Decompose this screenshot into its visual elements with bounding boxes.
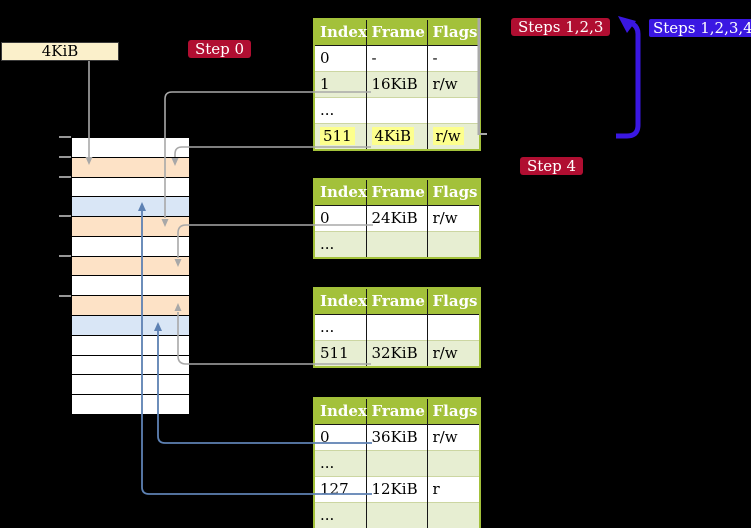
memory-row-white [72,275,189,296]
highlighted-value: 4KiB [371,127,415,145]
memory-row-white [72,374,189,395]
table-cell [426,314,480,341]
memory-row-white [72,235,189,256]
table-cell: - [426,45,480,72]
steps-1234-label: Steps 1,2,3,4 [649,19,751,37]
steps-123-label: Steps 1,2,3 [511,18,611,36]
table-cell: r [426,476,480,503]
table-row: 511 4KiB r/w [314,123,480,150]
tick-mark [59,156,71,158]
column-header: Index [314,288,367,315]
table-cell: 4KiB [365,123,427,150]
table-cell: 511 [314,123,366,150]
table-cell: 16KiB [365,71,427,98]
table-cell: 12KiB [365,476,427,503]
memory-row-blue [72,196,189,217]
table-cell [426,231,480,258]
memory-row-blue [72,315,189,335]
memory-row-white [72,176,189,197]
memory-row-peach [72,255,189,276]
memory-row-white [72,138,189,157]
table-row: ... [314,450,480,477]
tick-mark [59,176,71,178]
table-cell [365,502,427,528]
table-cell: 127 [314,476,366,503]
column-header: Flags [426,19,480,46]
table-cell: r/w [426,205,480,232]
table-cell: 36KiB [365,424,427,451]
memory-row-white [72,334,189,355]
table-cell: ... [314,97,366,124]
memory-row-white [72,394,189,414]
table-cell [365,314,427,341]
table-cell: ... [314,314,366,341]
column-header: Flags [426,398,480,425]
memory-row-peach [72,295,189,316]
memory-row-peach [72,156,189,177]
table-cell: 32KiB [365,340,427,367]
column-header: Frame [365,398,427,425]
table-cell: - [365,45,427,72]
memory-row-white [72,354,189,375]
table-cell: 0 [314,424,366,451]
tick-mark [59,255,71,257]
table-cell: ... [314,231,366,258]
table-cell: 511 [314,340,366,367]
table-cell [365,231,427,258]
table-cell [426,450,480,477]
table-row: ... [314,231,480,258]
frame-size-box: 4KiB [1,42,119,61]
table-cell: 0 [314,205,366,232]
step-4-label: Step 4 [520,157,584,175]
table-cell [365,97,427,124]
table-cell: r/w [426,424,480,451]
table-cell: 1 [314,71,366,98]
table-cell: r/w [426,123,480,150]
column-header: Index [314,179,367,206]
tick-mark [59,295,71,297]
column-header: Index [314,19,367,46]
column-header: Index [314,398,367,425]
recursive-loop-arrow [616,16,641,139]
highlighted-value: r/w [432,127,464,145]
table-row: ... [314,97,480,124]
column-header: Frame [365,179,427,206]
table-cell: ... [314,502,366,528]
table-cell: r/w [426,340,480,367]
tick-mark [59,215,71,217]
table-cell: ... [314,450,366,477]
table-cell: r/w [426,71,480,98]
table-cell [426,502,480,528]
column-header: Flags [426,288,480,315]
table-cell: 0 [314,45,366,72]
column-header: Flags [426,179,480,206]
table-cell [365,450,427,477]
step-0-label: Step 0 [188,40,252,58]
table-row: 0-- [314,45,480,72]
column-header: Frame [365,19,427,46]
tick-mark [59,136,71,138]
table-row: ... [314,314,480,341]
highlighted-value: 511 [320,127,355,145]
table-row: ... [314,502,480,528]
table-cell: 24KiB [365,205,427,232]
table-cell [426,97,480,124]
memory-strip [71,137,190,415]
column-header: Frame [365,288,427,315]
memory-row-peach [72,216,189,236]
